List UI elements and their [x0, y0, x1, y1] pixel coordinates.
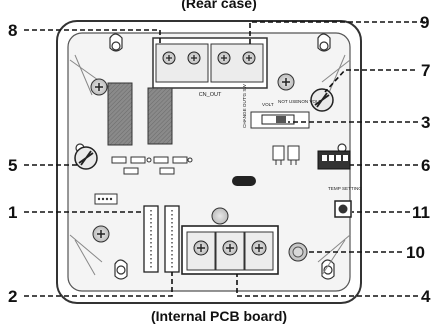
small-components: [111, 156, 193, 175]
callout-6: 6: [421, 156, 430, 175]
rotary-switch-right: [310, 88, 334, 112]
callout-5: 5: [8, 156, 17, 175]
relay-left: [107, 82, 133, 146]
capacitors: [272, 145, 300, 165]
rotary-switch-left: [74, 146, 98, 170]
callout-11: 11: [412, 203, 430, 222]
callout-9: 9: [420, 13, 429, 32]
change-out-vertical-label: CHANGE OUT'G SW: [242, 84, 247, 128]
relay-right: [147, 87, 173, 145]
connector-2: [164, 205, 180, 273]
slot-holes: [111, 41, 333, 275]
top-terminal-block: [152, 37, 268, 89]
screw-posts: [90, 73, 308, 262]
callout-4: 4: [421, 287, 431, 306]
callout-10: 10: [406, 243, 425, 262]
rear-case-caption: (Rear case): [181, 0, 257, 11]
temp-setting-button: [334, 200, 352, 218]
callout-3: 3: [421, 113, 430, 132]
change-out-switch: [250, 111, 310, 129]
callout-8: 8: [8, 21, 17, 40]
temp-setting-label: TEMP SETTING: [328, 186, 362, 191]
board-slot: [232, 176, 256, 186]
connector-1: [143, 205, 159, 273]
leader-lines: [24, 21, 425, 297]
dip-switch: [317, 150, 351, 170]
volt-label: VOLT: [262, 102, 274, 107]
non-volt-label: NON VOLT: [298, 99, 321, 104]
callout-1: 1: [8, 203, 17, 222]
small-connector: [94, 193, 118, 205]
case-ribs: [69, 54, 351, 276]
callout-7: 7: [421, 61, 430, 80]
not-use-label: NOT USE: [278, 99, 298, 104]
cn-out-label: CN_OUT: [199, 92, 222, 98]
bottom-terminal-block: [181, 225, 279, 275]
callout-2: 2: [8, 287, 17, 306]
pcb-board-caption: (Internal PCB board): [151, 308, 287, 324]
